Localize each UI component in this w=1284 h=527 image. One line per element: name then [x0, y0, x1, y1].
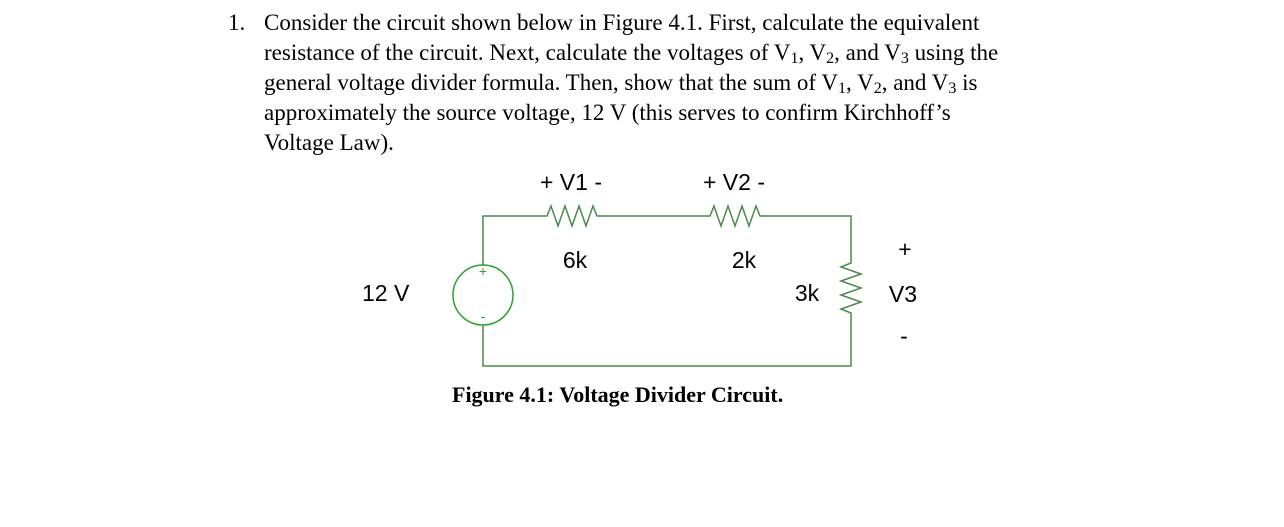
problem-text-segment: using the	[908, 40, 999, 65]
r2-value-label: 2k	[732, 247, 757, 273]
v3-minus-sign: -	[900, 323, 908, 349]
wire-top-left	[482, 215, 541, 265]
subscript: 3	[948, 80, 957, 97]
figure-caption: Figure 4.1: Voltage Divider Circuit.	[452, 382, 784, 407]
subscript: 3	[900, 50, 909, 67]
problem-text-segment: Voltage Law).	[264, 130, 394, 155]
resistor-r1	[541, 203, 603, 229]
problem-text-segment: resistance of the circuit. Next, calcula…	[264, 40, 791, 65]
v1-label: + V1 -	[540, 169, 602, 195]
r3-value-label: 3k	[795, 280, 820, 306]
problem-text: Consider the circuit shown below in Figu…	[264, 8, 1124, 158]
wire-top-right	[767, 215, 852, 258]
v3-plus-sign: +	[898, 236, 911, 262]
subscript: 1	[838, 80, 847, 97]
v2-label: + V2 -	[703, 169, 765, 195]
r1-value-label: 6k	[563, 247, 588, 273]
problem-text-segment: approximately the source voltage, 12 V (…	[264, 100, 951, 125]
problem-text-segment: is	[956, 70, 978, 95]
problem-number: 1.	[228, 10, 246, 35]
wire-bottom	[482, 325, 852, 367]
problem-text-segment: general voltage divider formula. Then, s…	[264, 70, 839, 95]
subscript: 1	[790, 50, 799, 67]
voltage-source	[452, 264, 514, 326]
subscript: 2	[873, 80, 882, 97]
source-plus-sign: +	[479, 263, 487, 279]
problem-text-segment: Consider the circuit shown below in Figu…	[264, 10, 980, 35]
problem-text-segment: , and V	[881, 70, 949, 95]
problem-line-2: resistance of the circuit. Next, calcula…	[264, 38, 1124, 68]
problem-text-segment: , V	[846, 70, 874, 95]
problem-line-4: approximately the source voltage, 12 V (…	[264, 98, 1124, 128]
subscript: 2	[826, 50, 835, 67]
problem-line-1: Consider the circuit shown below in Figu…	[264, 8, 1124, 38]
problem-line-3: general voltage divider formula. Then, s…	[264, 68, 1124, 98]
problem-text-segment: , and V	[834, 40, 901, 65]
circuit-wires	[482, 215, 852, 367]
problem-line-5: Voltage Law).	[264, 128, 1124, 158]
source-minus-sign: -	[481, 308, 486, 324]
problem-text-segment: , V	[798, 40, 827, 65]
resistor-r3	[838, 258, 864, 325]
v3-label: V3	[889, 281, 917, 307]
resistor-r2	[704, 203, 767, 229]
source-voltage-label: 12 V	[362, 280, 410, 306]
